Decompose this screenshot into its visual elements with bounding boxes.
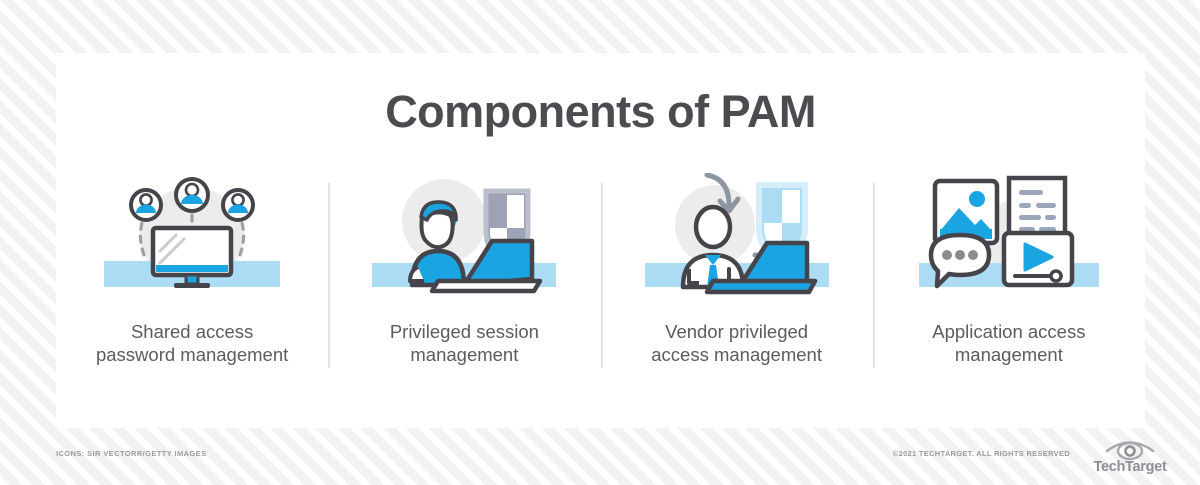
page-title: Components of PAM bbox=[385, 86, 816, 137]
component-column-application-access: Application access management bbox=[872, 173, 1145, 369]
component-column-vendor-privileged: Vendor privileged access management bbox=[600, 172, 873, 369]
component-caption: Vendor privileged access management bbox=[651, 321, 822, 366]
application-access-app-tiles-icon bbox=[909, 173, 1109, 298]
component-column-privileged-session: Privileged session management bbox=[328, 173, 600, 369]
footer: ICONS: SIR VECTORR/GETTY IMAGES ©2021 TE… bbox=[0, 428, 1200, 485]
component-caption: Application access management bbox=[932, 321, 1086, 366]
component-column-shared-access: Shared access password management bbox=[56, 173, 328, 366]
shared-access-users-monitor-icon bbox=[92, 173, 292, 298]
vendor-privileged-access-person-shield-arrows-icon bbox=[637, 172, 837, 298]
component-caption: Shared access password management bbox=[95, 321, 289, 366]
icon-credit: ICONS: SIR VECTORR/GETTY IMAGES bbox=[56, 449, 207, 458]
privileged-session-person-laptop-shield-icon bbox=[364, 173, 564, 298]
copyright-notice: ©2021 TECHTARGET. ALL RIGHTS RESERVED bbox=[892, 449, 1070, 458]
techtarget-wordmark: TechTarget bbox=[1093, 459, 1167, 475]
component-caption: Privileged session management bbox=[389, 321, 539, 366]
techtarget-eye-icon bbox=[1104, 437, 1156, 466]
components-row: Shared access password management bbox=[56, 172, 1145, 369]
infographic-card: Components of PAM bbox=[56, 53, 1145, 428]
techtarget-logo: TechTarget bbox=[1080, 435, 1180, 479]
